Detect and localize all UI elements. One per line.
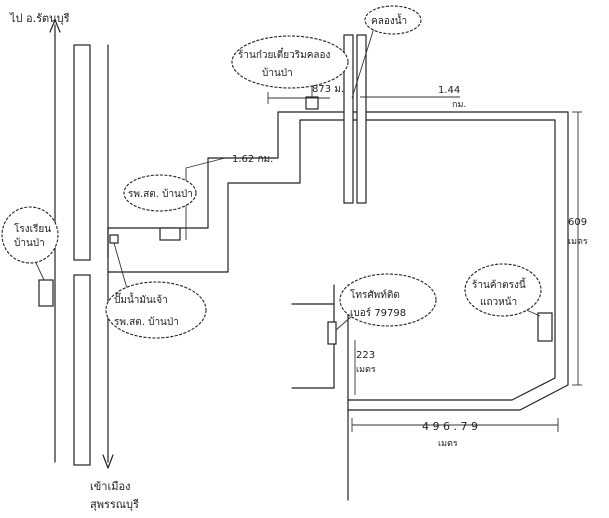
- shop-label-line2: บ้านป่า: [262, 67, 293, 79]
- distance-873-label: 873 ม.: [312, 84, 344, 95]
- school-label-line1: โรงเรียน: [14, 222, 51, 235]
- shop-marker: [305, 96, 319, 110]
- distance-609-label-line1: 609: [568, 217, 587, 228]
- store-label-line1: ร้านค้าตรงนี้: [472, 277, 526, 291]
- hospital-marker: [159, 227, 181, 241]
- tower-label-line2: เบอร์ 79798: [350, 307, 406, 319]
- distance-144-label-line2: กม.: [452, 100, 466, 110]
- tower-cloud: [339, 273, 437, 327]
- gas-station-label-line2: รพ.สต. บ้านป่า: [114, 316, 179, 328]
- to-south-label-line2: สุพรรณบุรี: [90, 498, 139, 511]
- canal-label: คลองน้ำ: [371, 13, 407, 27]
- tower-label-line1: โทรศัพท์ติด: [350, 288, 400, 301]
- distance-223-label-line1: 223: [356, 350, 375, 361]
- tower-marker: [327, 321, 337, 345]
- distance-609-label-line2: เมตร: [568, 237, 588, 247]
- dimension-lines: [185, 92, 582, 432]
- school-marker: [38, 279, 54, 307]
- store-label-line2: แถวหน้า: [480, 296, 517, 308]
- store-marker: [537, 312, 553, 342]
- gas-station-marker: [109, 234, 119, 244]
- leader-lines: [29, 86, 541, 331]
- gas-station-label-line1: ปั๊มน้ำมันเจ้า: [114, 292, 168, 306]
- distance-144-label-line1: 1.44: [438, 85, 460, 96]
- lower-streets: [291, 284, 349, 501]
- distance-162-label: 1.62 กม.: [232, 154, 273, 165]
- distance-49679-unit: เมตร: [438, 439, 458, 449]
- hospital-cloud: [123, 174, 197, 212]
- side-road: [107, 111, 569, 411]
- school-cloud: [1, 206, 59, 264]
- distance-223-label-line2: เมตร: [356, 365, 376, 375]
- distance-49679-label: 4 9 6 . 7 9: [422, 420, 478, 433]
- gas-station-cloud: [105, 281, 207, 339]
- shop-cloud: [231, 35, 349, 89]
- store-cloud: [464, 263, 542, 317]
- to-north-label: ไป อ.รัตนบุรี: [9, 12, 70, 25]
- shop-label-line1: ร้านก๋วยเตี๋ยวริมคลอง: [238, 47, 331, 61]
- canal: [343, 27, 375, 204]
- hospital-label: รพ.สต. บ้านป่า: [128, 188, 193, 200]
- main-highway: [49, 19, 114, 469]
- school-label-line2: บ้านป่า: [14, 237, 45, 249]
- to-south-label-line1: เข้าเมือง: [90, 480, 130, 493]
- canal-cloud: [364, 5, 422, 35]
